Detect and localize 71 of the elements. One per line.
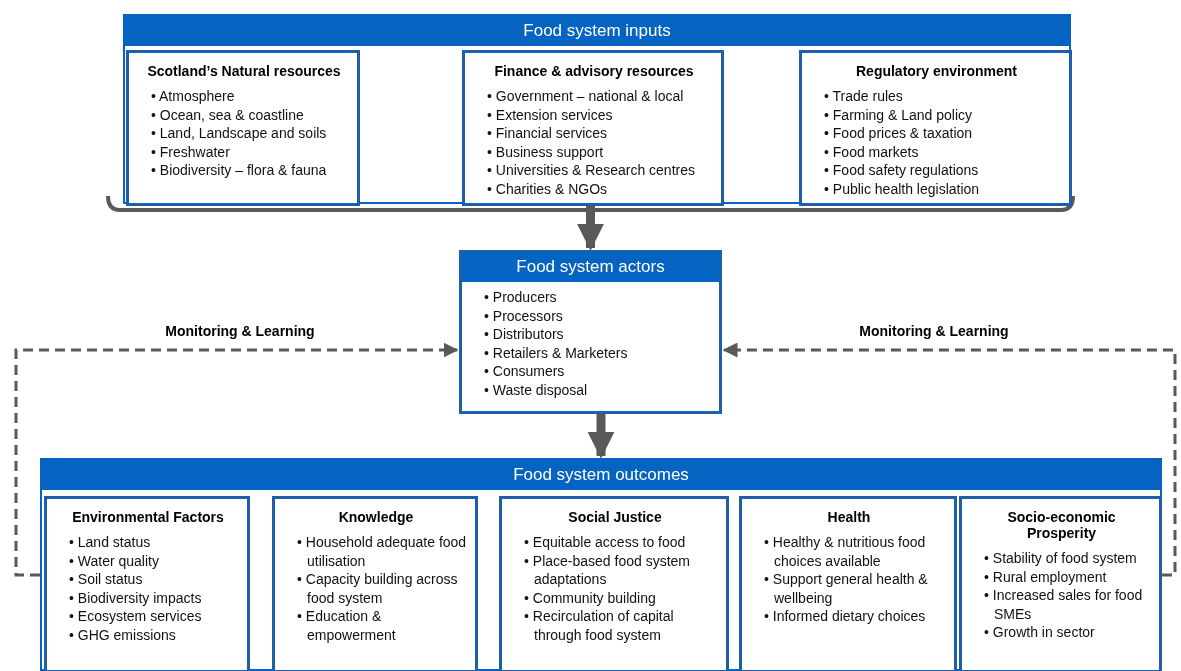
list-item: • Place-based food system adaptations (524, 551, 691, 589)
list-item: • Retailers & Marketers (484, 343, 629, 362)
list-item: • Land status (69, 533, 152, 552)
box-heading: Finance & advisory resources (493, 63, 695, 79)
category-box (462, 50, 724, 206)
category-box (739, 496, 957, 671)
list-item: • Extension services (487, 105, 614, 124)
list-item: • Ecosystem services (69, 607, 203, 626)
box-heading: Environmental Factors (71, 509, 225, 525)
list-item: • Household adequate food utilisation (297, 533, 467, 570)
list-item: • Financial services (487, 124, 609, 143)
list-item: • Capacity building across food system (297, 570, 459, 607)
list-item: • Food markets (824, 142, 920, 161)
list-item: • Land, Landscape and soils (151, 124, 328, 143)
panel-box (459, 250, 722, 414)
list-item: • Public health legislation (824, 179, 981, 198)
header-bar: Food system outcomes (42, 460, 1160, 490)
list-item: • Healthy & nutritious food choices available (764, 533, 927, 570)
list-item: • Support general health & wellbeing (764, 570, 929, 607)
list-item: • Rural employment (984, 567, 1108, 586)
list-item: • Equitable access to food (524, 533, 687, 552)
list-item: • Biodiversity – flora & fauna (151, 161, 328, 180)
list-item: • GHG emissions (69, 625, 177, 644)
list-item: • Consumers (484, 362, 566, 381)
arrow (577, 204, 604, 251)
group-box (123, 14, 1071, 204)
edge-label: Monitoring & Learning (857, 323, 1011, 339)
box-heading: Socio-economic Prosperity (1006, 509, 1117, 541)
arrow (587, 414, 615, 459)
category-box (44, 496, 250, 671)
dashed-arrow (722, 342, 1177, 577)
list-item: • Processors (484, 306, 564, 325)
box-heading: Scotland’s Natural resources (146, 63, 342, 79)
header-bar: Food system actors (461, 252, 720, 282)
category-box (126, 50, 360, 206)
box-heading: Social Justice (567, 509, 663, 525)
dashed-arrow (14, 342, 459, 577)
list-item: • Freshwater (151, 142, 231, 161)
list-item: • Farming & Land policy (824, 105, 974, 124)
list-item: • Community building (524, 588, 657, 607)
category-box (799, 50, 1072, 206)
list-item: • Trade rules (824, 87, 904, 106)
list-item: • Education & empowerment (297, 607, 397, 644)
list-item: • Soil status (69, 570, 144, 589)
list-item: • Informed dietary choices (764, 607, 927, 626)
list-item: • Increased sales for food SMEs (984, 586, 1144, 623)
list-item: • Government – national & local (487, 87, 685, 106)
category-box (959, 496, 1162, 671)
list-item: • Business support (487, 142, 605, 161)
group-box (40, 458, 1162, 671)
list-item: • Food safety regulations (824, 161, 980, 180)
edge-label: Monitoring & Learning (163, 323, 317, 339)
list-item: • Waste disposal (484, 380, 589, 399)
category-box (499, 496, 729, 671)
list-item: • Water quality (69, 551, 160, 570)
list-item: • Food prices & taxation (824, 124, 974, 143)
list-item: • Stability of food system (984, 549, 1138, 568)
box-heading: Health (826, 509, 872, 525)
list-item: • Atmosphere (151, 87, 236, 106)
list-item: • Producers (484, 288, 558, 307)
list-item: • Growth in sector (984, 623, 1096, 642)
box-heading: Knowledge (337, 509, 415, 525)
header-bar: Food system inputs (125, 16, 1069, 46)
list-item: • Distributors (484, 325, 565, 344)
category-box (272, 496, 478, 671)
list-item: • Recirculation of capital through food system (524, 607, 675, 644)
list-item: • Charities & NGOs (487, 179, 609, 198)
list-item: • Biodiversity impacts (69, 588, 203, 607)
list-item: • Universities & Research centres (487, 161, 696, 180)
box-heading: Regulatory environment (855, 63, 1018, 79)
list-item: • Ocean, sea & coastline (151, 105, 305, 124)
